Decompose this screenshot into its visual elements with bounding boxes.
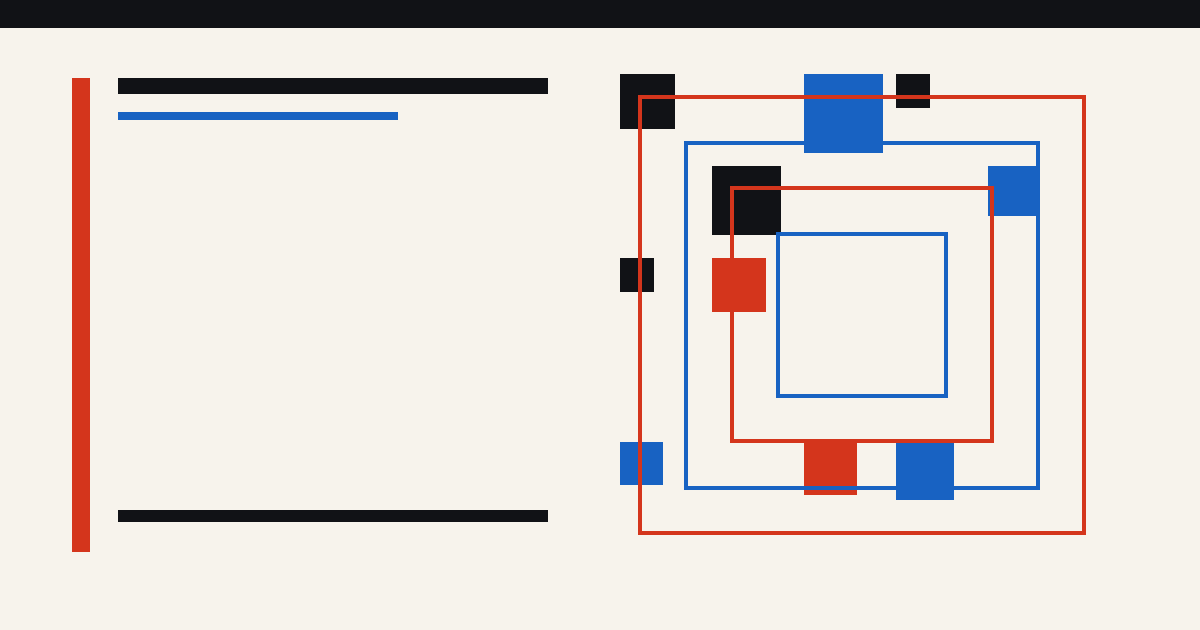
black-square-inner (712, 166, 781, 235)
footer-rule (118, 510, 548, 522)
red-square-inner (712, 258, 766, 312)
subtitle-rule (118, 112, 398, 120)
blue-square-bottom (896, 442, 954, 500)
red-frame-inner (730, 186, 994, 443)
blue-square-top (804, 74, 883, 153)
top-bar (0, 0, 1200, 28)
blue-square-right (988, 166, 1038, 216)
red-accent-bar (72, 78, 90, 552)
red-frame-outer (638, 95, 1086, 535)
black-square-small-left (620, 258, 654, 292)
blue-frame-outer (684, 141, 1040, 490)
blue-frame-inner (776, 232, 948, 398)
black-square-small-top (896, 74, 930, 108)
black-square-top-left (620, 74, 675, 129)
title-rule (118, 78, 548, 94)
